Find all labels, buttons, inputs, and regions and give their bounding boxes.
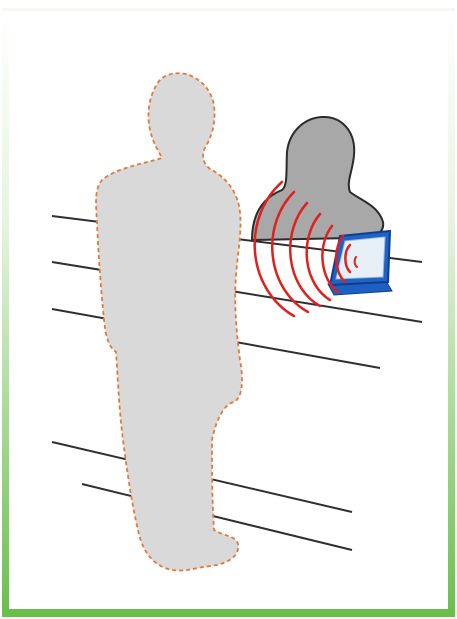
seated-person [252,117,383,240]
standing-person [96,73,242,570]
